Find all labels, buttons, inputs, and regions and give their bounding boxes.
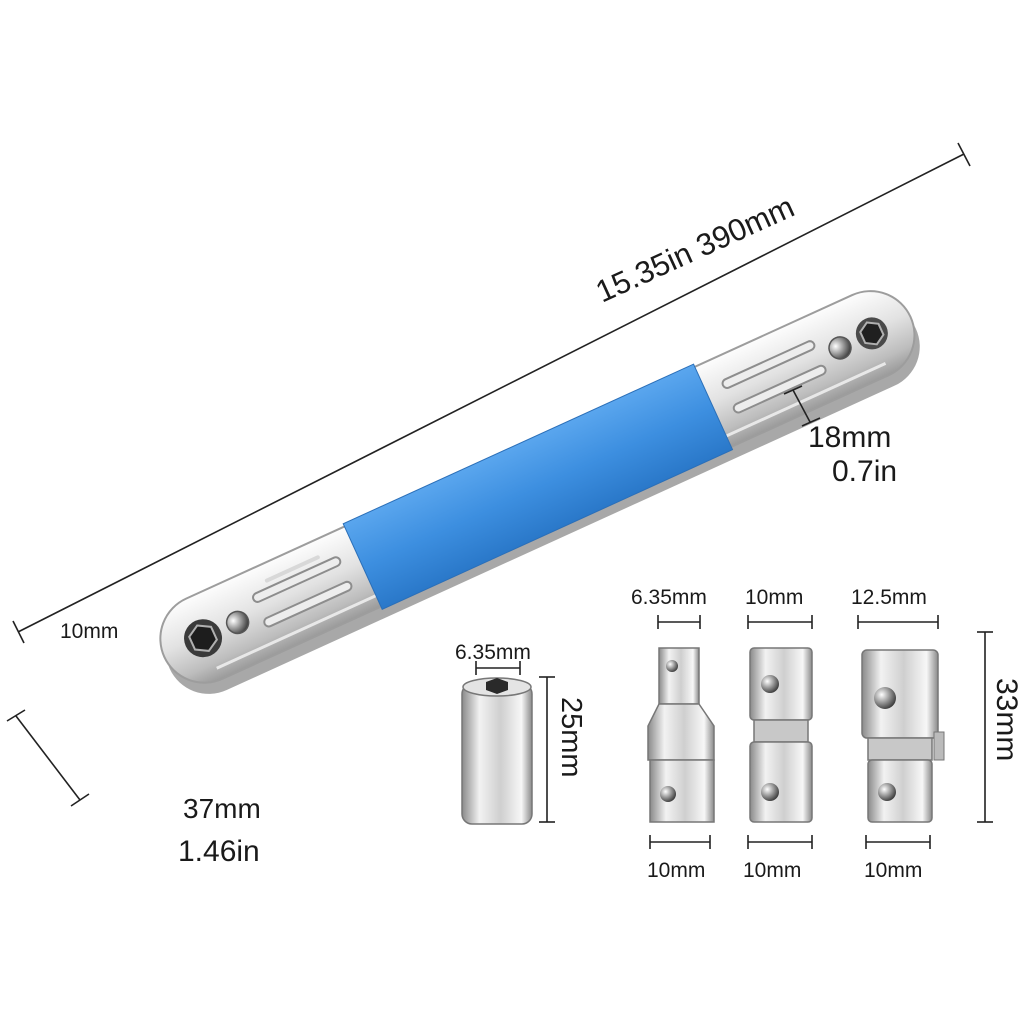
right-hex-socket (855, 317, 888, 350)
hex-socket-label: 10mm (60, 620, 118, 643)
overall-length-label: 15.35in 390mm (590, 189, 799, 309)
bit-socket-length-label: 25mm (555, 697, 587, 778)
adapter-a-top-label: 6.35mm (631, 586, 707, 609)
adapter-b-bottom-label: 10mm (743, 859, 801, 882)
grip-width-in-label: 0.7in (832, 455, 897, 488)
grip-width-mm-label: 18mm (808, 421, 891, 454)
adapter-6-35mm (647, 647, 715, 823)
blue-grip (342, 363, 734, 610)
dimension-lines (6, 142, 993, 849)
end-width-mm-label: 37mm (183, 793, 261, 824)
bit-socket (461, 677, 533, 825)
right-grooves (721, 340, 827, 414)
adapter-c-top-label: 12.5mm (851, 586, 927, 609)
extension-wrench (159, 290, 920, 694)
left-grooves (252, 555, 353, 628)
adapter-length-label: 33mm (990, 678, 1023, 761)
adapter-12-5mm (861, 649, 945, 823)
right-rivet (828, 336, 852, 360)
adapter-c-bottom-label: 10mm (864, 859, 922, 882)
bit-socket-diameter-label: 6.35mm (455, 641, 531, 664)
left-hex-socket (184, 619, 223, 658)
end-width-in-label: 1.46in (178, 835, 260, 868)
adapter-a-bottom-label: 10mm (647, 859, 705, 882)
left-rivet (225, 610, 250, 635)
adapter-b-top-label: 10mm (745, 586, 803, 609)
adapter-10mm (749, 647, 813, 823)
